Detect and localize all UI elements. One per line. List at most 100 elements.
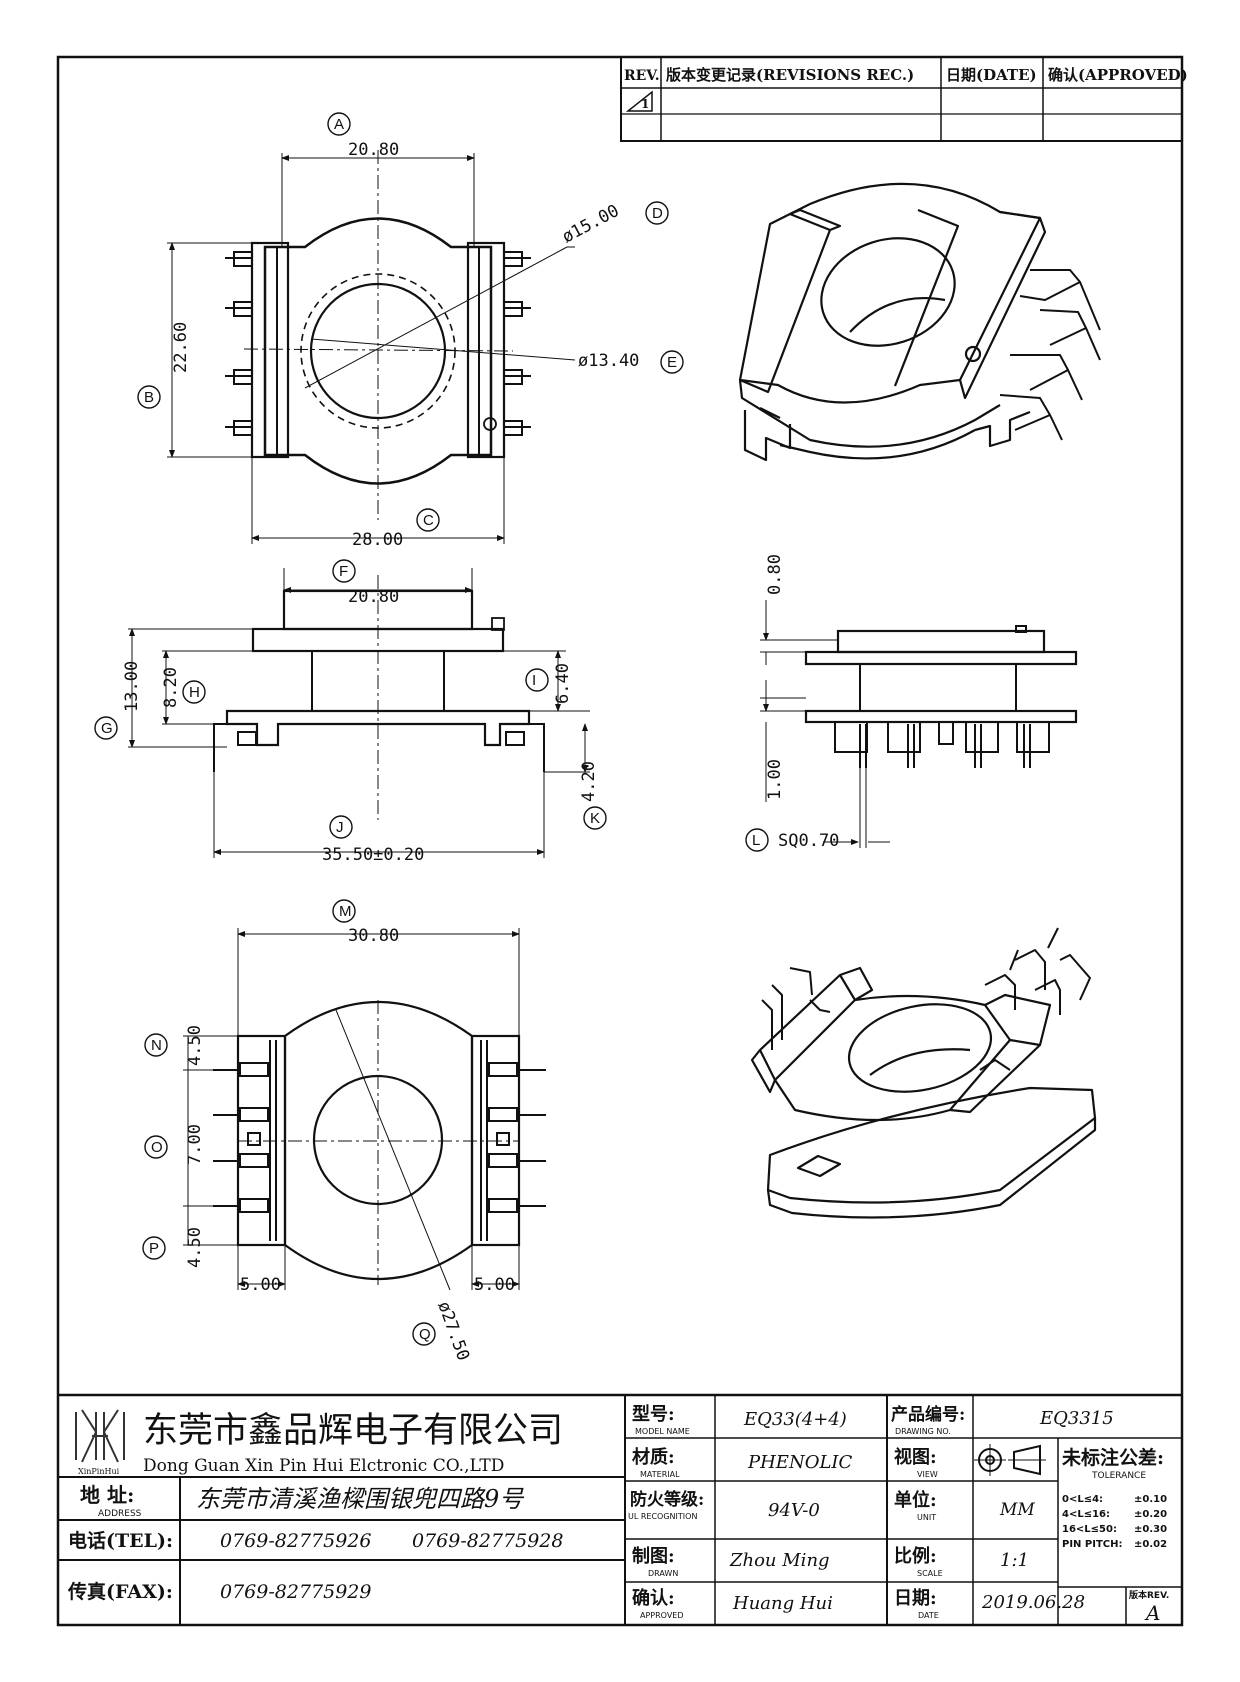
rev-value: A (1144, 1601, 1160, 1625)
ul-label: 防火等级: (630, 1489, 704, 1510)
dim-front-gap: 6.40 (553, 663, 573, 704)
tolerance-title: 未标注公差: (1061, 1446, 1164, 1469)
fax-value: 0769-82775929 (220, 1581, 371, 1603)
callout-p: P (149, 1240, 159, 1257)
callout-k: K (590, 810, 600, 827)
dim-side-flange: 0.80 (765, 554, 785, 595)
address-label-en: ADDRESS (98, 1509, 142, 1519)
tolerance-range: 0<L≤4: (1062, 1494, 1103, 1505)
address-label: 地 址: (80, 1483, 134, 1507)
date-value: 2019.06.28 (981, 1592, 1085, 1613)
callout-a: A (334, 116, 344, 133)
ul-label-en: UL RECOGNITION (628, 1512, 697, 1521)
view-label-en: VIEW (917, 1470, 938, 1479)
revision-table: REV. 版本变更记录(REVISIONS REC.) 日期(DATE) 确认(… (620, 56, 1188, 142)
revisions-header: 版本变更记录(REVISIONS REC.) (666, 66, 914, 84)
company-logo (75, 1409, 125, 1463)
top-view-labels: 20.80 22.60 28.00 ø15.00 ø13.40 A B C D … (137, 112, 684, 550)
drawing-no-label: 产品编号: (891, 1404, 965, 1425)
dim-front-pin-span: 35.50±0.20 (322, 845, 424, 865)
iso-view-top (738, 182, 1101, 462)
callout-q: Q (419, 1326, 431, 1343)
material-label-en: MATERIAL (640, 1470, 680, 1479)
unit-value: MM (999, 1500, 1035, 1520)
dim-bottom-width: 30.80 (348, 926, 399, 946)
drawing-no-label-en: DRAWING NO. (895, 1427, 951, 1436)
dim-top-outer-dia: ø15.00 (559, 201, 623, 247)
drawn-label: 制图: (632, 1546, 675, 1567)
company-name-en: Dong Guan Xin Pin Hui Elctronic CO.,LTD (143, 1456, 504, 1476)
bottom-view-labels: 30.80 4.50 7.00 4.50 5.00 5.00 ø27.50 M … (142, 899, 515, 1364)
side-view (760, 600, 1078, 848)
callout-e: E (667, 354, 677, 371)
dim-top-inner-dia: ø13.40 (578, 351, 639, 371)
model-label-en: MODEL NAME (635, 1427, 690, 1436)
dim-front-width: 20.80 (348, 587, 399, 607)
dim-front-pin: 4.20 (579, 761, 599, 802)
drawn-value: Zhou Ming (729, 1550, 830, 1571)
scale-value: 1:1 (1000, 1550, 1029, 1571)
tel-label: 电话(TEL): (68, 1529, 173, 1552)
dim-bottom-pitch-bot: 4.50 (185, 1227, 205, 1268)
callout-n: N (151, 1037, 162, 1054)
callout-i: I (532, 672, 536, 689)
dim-top-width: 20.80 (348, 140, 399, 160)
tel-value-2: 0769-82775928 (412, 1530, 563, 1552)
rev-header: REV. (624, 68, 660, 84)
dim-side-pin-sq: SQ0.70 (778, 831, 839, 851)
model-value: EQ33(4+4) (743, 1409, 847, 1430)
date-label-en: DATE (918, 1611, 939, 1620)
front-view-labels: 20.80 13.00 8.20 6.40 4.20 35.50±0.20 F … (94, 559, 607, 865)
bottom-view (183, 928, 546, 1291)
material-value: PHENOLIC (747, 1452, 853, 1473)
dim-bottom-rail-left: 5.00 (240, 1275, 281, 1295)
drawing-no-value: EQ3315 (1039, 1408, 1114, 1429)
iso-view-bottom (750, 927, 1097, 1219)
callout-f: F (339, 563, 348, 580)
tolerance-value: ±0.10 (1134, 1494, 1167, 1505)
projection-symbol-icon (974, 1444, 1046, 1476)
approved-label-en: APPROVED (640, 1611, 684, 1620)
dim-bottom-pitch-top: 4.50 (185, 1025, 205, 1066)
view-label: 视图: (894, 1446, 937, 1468)
company-name-cn: 东莞市鑫品辉电子有限公司 (143, 1411, 563, 1451)
rev-label: 版本REV. (1128, 1589, 1169, 1601)
rev-triangle-icon (625, 90, 653, 112)
scale-label-en: SCALE (917, 1569, 943, 1578)
title-block-text: 东莞市鑫品辉电子有限公司 Dong Guan Xin Pin Hui Elctr… (67, 1403, 1169, 1625)
approved-label: 确认: (632, 1587, 675, 1609)
rev-mark: 1 (641, 97, 649, 111)
front-view (128, 568, 590, 858)
dim-bottom-dia: ø27.50 (433, 1299, 473, 1364)
side-view-labels: 0.80 1.00 SQ0.70 L (745, 554, 839, 852)
scale-label: 比例: (894, 1545, 937, 1567)
tolerance-value: ±0.02 (1134, 1539, 1167, 1550)
ul-value: 94V-0 (768, 1500, 820, 1521)
callout-d: D (652, 205, 663, 222)
dim-bottom-pitch-mid: 7.00 (185, 1124, 205, 1165)
callout-m: M (339, 903, 352, 920)
unit-label: 单位: (894, 1489, 937, 1511)
date-label: 日期: (894, 1588, 937, 1609)
callout-l: L (752, 832, 760, 849)
dim-front-height: 13.00 (122, 661, 142, 712)
approved-header: 确认(APPROVED) (1048, 66, 1188, 84)
tel-value-1: 0769-82775926 (220, 1530, 371, 1552)
callout-j: J (336, 819, 344, 836)
tolerance-range: 16<L≤50: (1062, 1524, 1117, 1535)
drawn-label-en: DRAWN (648, 1569, 678, 1578)
dim-top-height: 22.60 (171, 322, 191, 373)
callout-b: B (144, 389, 154, 406)
dim-side-base: 1.00 (765, 759, 785, 800)
date-header: 日期(DATE) (946, 66, 1037, 84)
sheet-border (56, 55, 1184, 1627)
tolerance-value: ±0.20 (1134, 1509, 1167, 1520)
dim-top-overall: 28.00 (352, 530, 403, 550)
approved-value: Huang Hui (732, 1593, 833, 1614)
unit-label-en: UNIT (917, 1513, 936, 1522)
tolerance-range: PIN PITCH: (1062, 1539, 1122, 1550)
callout-g: G (101, 720, 113, 737)
tolerance-value: ±0.30 (1134, 1524, 1167, 1535)
dim-bottom-rail-right: 5.00 (474, 1275, 515, 1295)
